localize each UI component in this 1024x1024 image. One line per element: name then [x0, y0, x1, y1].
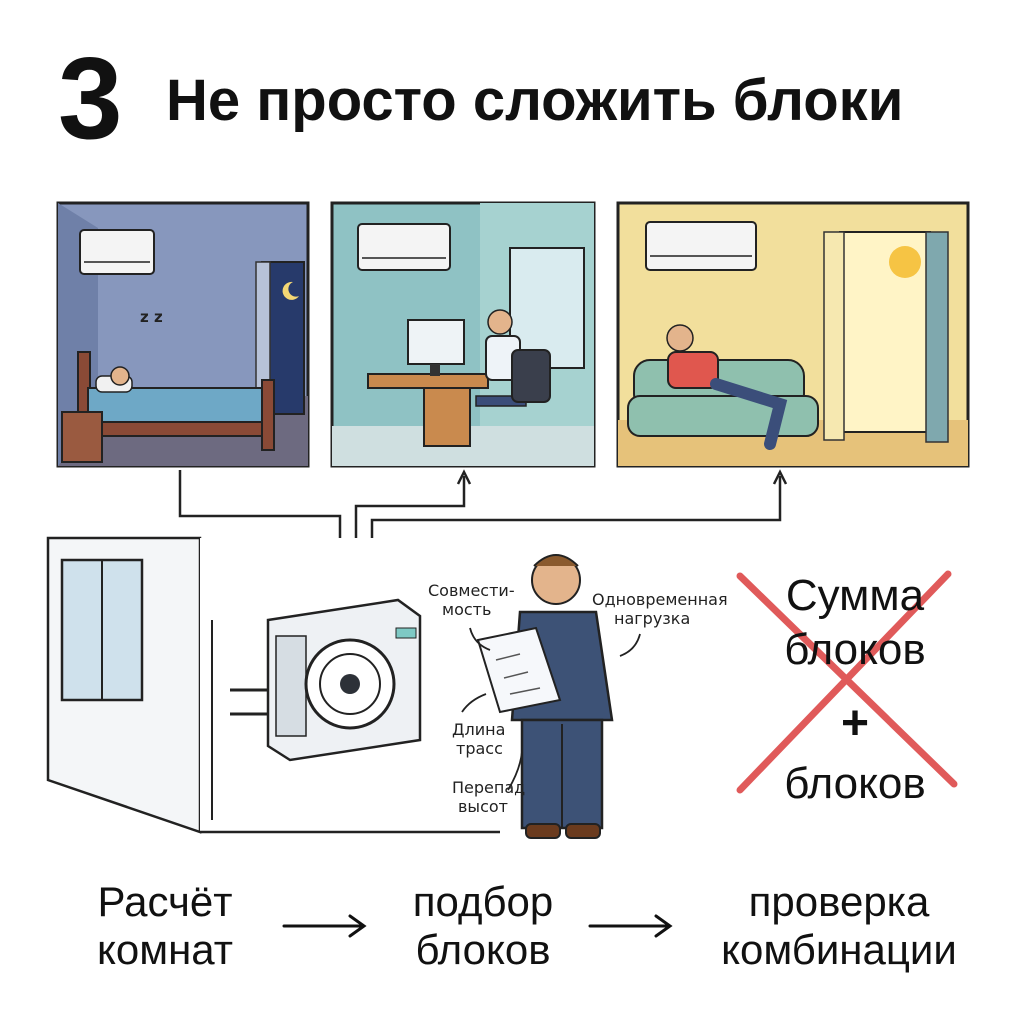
- flow-line: блоков: [415, 926, 551, 973]
- callout-line: Длина: [452, 720, 506, 739]
- building-wall: [46, 536, 500, 834]
- office-panel: [330, 201, 596, 468]
- svg-text:z z: z z: [140, 308, 163, 326]
- crossed-sum-line2: блоков: [784, 625, 926, 674]
- relaxing-man-icon: [666, 324, 788, 450]
- page-title: Не просто сложить блоки: [166, 68, 904, 133]
- callout-compatibility: Совмести- мость: [428, 581, 515, 619]
- callout-line: Перепад: [452, 778, 526, 797]
- callout-line: мость: [442, 600, 492, 619]
- flow-line: подбор: [412, 878, 554, 925]
- living-room-panel: [616, 201, 970, 468]
- sunny-window-icon: [823, 231, 949, 443]
- ac-unit-icon: [79, 229, 155, 275]
- ac-unit-icon: [645, 221, 757, 271]
- flow-arrows: [282, 914, 673, 938]
- schematic-paper-icon: [476, 626, 562, 714]
- crossed-sum-line3: блоков: [784, 759, 926, 808]
- engineer-icon: [476, 554, 614, 839]
- flow-line: комбинации: [721, 926, 957, 973]
- step-number: 3: [58, 33, 123, 163]
- callout-line: нагрузка: [614, 609, 691, 628]
- outdoor-unit-icon: [266, 598, 422, 762]
- ac-unit-icon: [357, 223, 451, 271]
- bed-icon: [77, 351, 275, 451]
- crossed-sum-plus: +: [840, 697, 870, 750]
- callout-pointers: [461, 627, 641, 791]
- cross-out-mark: [736, 570, 958, 794]
- flow-step-room-calculation: Расчёт комнат: [70, 878, 260, 974]
- flow-step-combination-check: проверка комбинации: [684, 878, 994, 974]
- flow-line: комнат: [97, 926, 233, 973]
- callout-simultaneous-load: Одновременная нагрузка: [592, 590, 728, 628]
- desk-icon: [367, 319, 489, 447]
- bedroom-panel: z z: [56, 201, 310, 468]
- callout-pipe-length: Длина трасс: [452, 720, 505, 758]
- crossed-sum-line1: Сумма: [785, 571, 925, 620]
- callout-line: высот: [458, 797, 508, 816]
- callout-line: Одновременная: [592, 590, 728, 609]
- office-worker-icon: [475, 309, 551, 407]
- callout-height-difference: Перепад высот: [452, 778, 525, 816]
- callout-line: трасс: [456, 739, 503, 758]
- window-icon: [509, 247, 585, 369]
- callout-line: Совмести-: [428, 581, 515, 600]
- flow-line: Расчёт: [97, 878, 233, 925]
- flow-line: проверка: [748, 878, 930, 925]
- sofa-icon: [627, 359, 819, 437]
- nightstand-icon: [61, 411, 103, 463]
- flow-step-unit-selection: подбор блоков: [388, 878, 578, 974]
